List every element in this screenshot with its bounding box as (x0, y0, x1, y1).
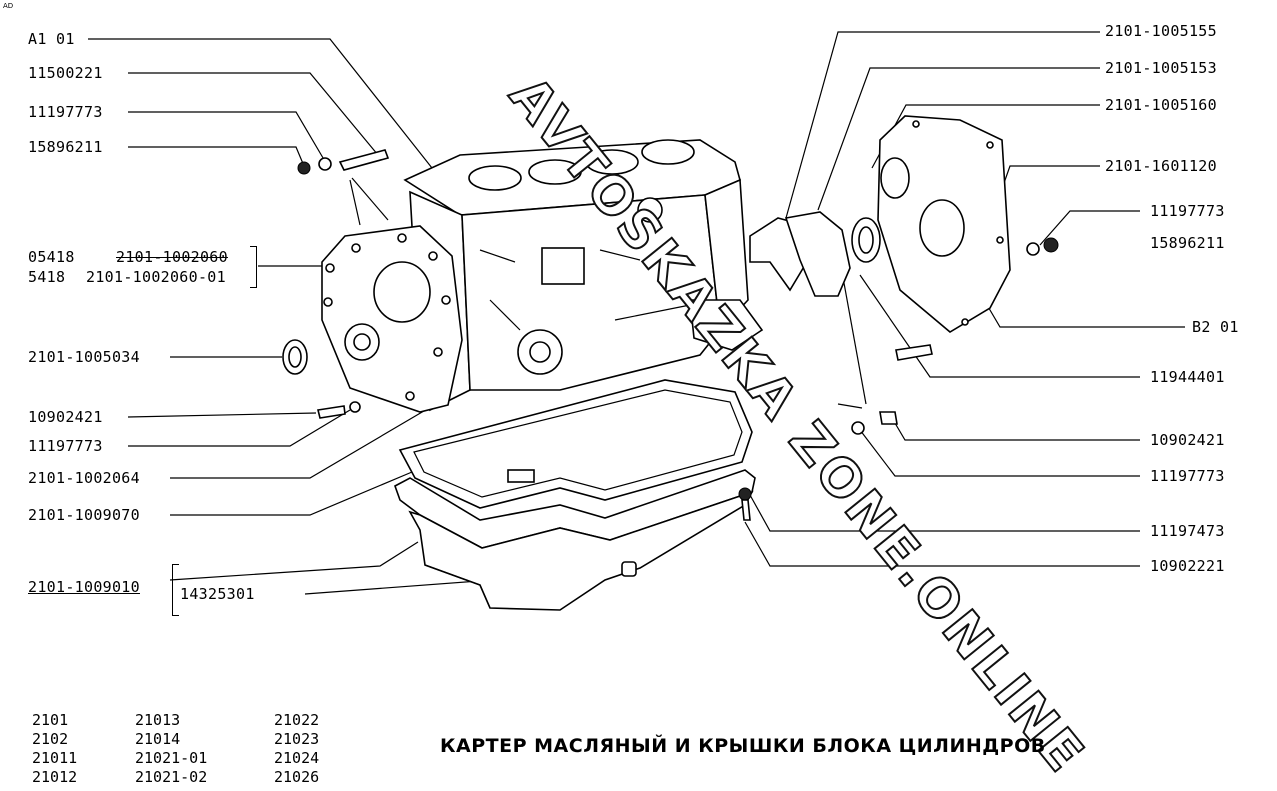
model-code: 21022 (274, 711, 320, 729)
part-label-10902421-r: 10902421 (1150, 431, 1225, 449)
part-label-2101-1005160: 2101-1005160 (1105, 96, 1217, 114)
part-label-5418: 5418 (28, 268, 66, 286)
diagram-title: КАРТЕР МАСЛЯНЫЙ И КРЫШКИ БЛОКА ЦИЛИНДРОВ (440, 735, 1046, 757)
part-label-a1-01: A1 01 (28, 30, 75, 48)
rear-seal-holder (749, 211, 851, 297)
model-code: 21013 (135, 711, 181, 729)
part-label-2101-1601120: 2101-1601120 (1105, 157, 1217, 175)
model-code: 2101 (32, 711, 69, 729)
model-code: 2102 (32, 730, 69, 748)
cylinder-block (403, 139, 764, 412)
part-label-15896211-r: 15896211 (1150, 234, 1225, 252)
fasteners-left (297, 149, 390, 419)
drain-plug (621, 561, 637, 577)
part-label-11197773-r2: 11197773 (1150, 467, 1225, 485)
part-label-11197473: 11197473 (1150, 522, 1225, 540)
model-code: 21021-02 (135, 768, 208, 786)
flywheel-housing-cover (877, 115, 1011, 333)
part-label-11944401: 11944401 (1150, 368, 1225, 386)
part-label-2101-1005155: 2101-1005155 (1105, 22, 1217, 40)
part-label-15896211: 15896211 (28, 138, 103, 156)
part-label-2101-1002064: 2101-1002064 (28, 469, 140, 487)
oil-pan (394, 469, 756, 611)
part-label-11197773: 11197773 (28, 103, 103, 121)
part-label-2101-1005034: 2101-1005034 (28, 348, 140, 366)
part-label-b2-01: B2 01 (1192, 318, 1239, 336)
leader-lines-right (744, 31, 1185, 567)
part-label-11500221: 11500221 (28, 64, 103, 82)
front-seal (282, 339, 308, 375)
part-label-10902221: 10902221 (1150, 557, 1225, 575)
part-label-2101-1005153: 2101-1005153 (1105, 59, 1217, 77)
part-label-2101-1002060-01: 2101-1002060-01 (86, 268, 226, 286)
rear-oil-seal (851, 217, 881, 263)
part-label-10902421: 10902421 (28, 408, 103, 426)
model-code: 21021-01 (135, 749, 208, 767)
model-code: 21023 (274, 730, 320, 748)
part-label-05418: 05418 (28, 248, 75, 266)
part-label-11197773-r: 11197773 (1150, 202, 1225, 220)
model-code: 21024 (274, 749, 320, 767)
bracket-1002060 (250, 246, 257, 288)
part-label-11197773-b: 11197773 (28, 437, 103, 455)
corner-mark: AD (3, 2, 14, 10)
model-code: 21011 (32, 749, 78, 767)
model-code: 21012 (32, 768, 78, 786)
part-label-2101-1002060: 2101-1002060 (116, 248, 228, 266)
part-label-14325301: 14325301 (180, 585, 255, 603)
model-code: 21014 (135, 730, 181, 748)
part-label-2101-1009070: 2101-1009070 (28, 506, 140, 524)
part-label-2101-1009010: 2101-1009010 (28, 578, 140, 596)
bracket-1009010 (172, 564, 179, 616)
front-cover (321, 225, 463, 413)
model-code: 21026 (274, 768, 320, 786)
oil-pan-gasket (398, 379, 753, 509)
